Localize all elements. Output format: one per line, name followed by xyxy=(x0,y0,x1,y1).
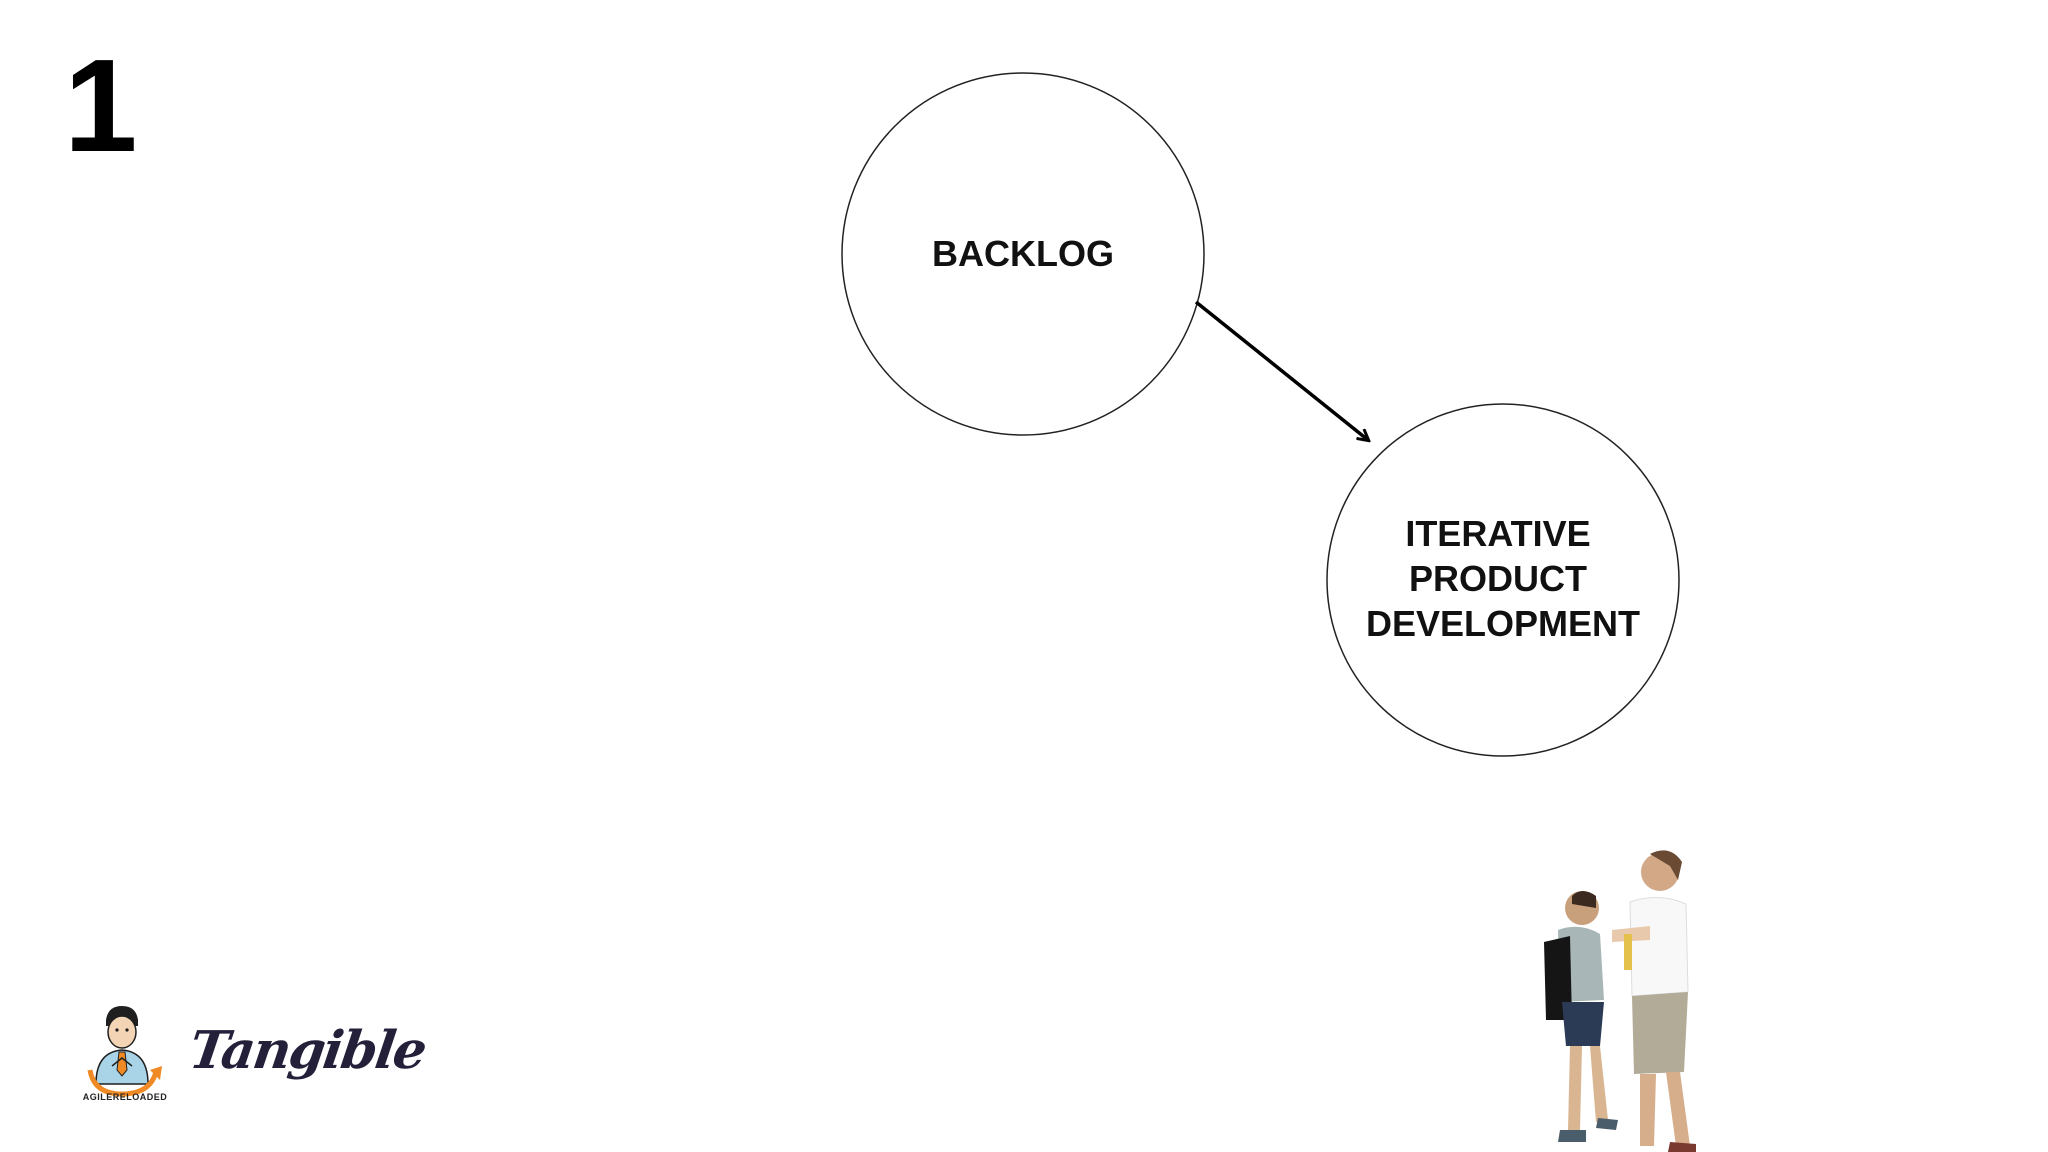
node-backlog: BACKLOG xyxy=(841,72,1205,436)
slide-number: 1 xyxy=(64,32,137,179)
node-iterative-product-development: ITERATIVE PRODUCT DEVELOPMENT xyxy=(1326,403,1680,757)
ipd-label-line-3: DEVELOPMENT xyxy=(1366,603,1640,644)
tangible-logo: Tangible xyxy=(185,1020,429,1081)
backlog-label: BACKLOG xyxy=(932,233,1114,274)
ipd-label-line-1: ITERATIVE xyxy=(1405,513,1590,554)
backlog-circle xyxy=(841,72,1205,436)
iterative-product-development-circle xyxy=(1326,403,1680,757)
flow-arrow xyxy=(1194,300,1368,440)
iterative-product-development-label: ITERATIVE PRODUCT DEVELOPMENT xyxy=(1366,513,1640,644)
person-left xyxy=(1544,891,1618,1142)
people-looking-up-photo xyxy=(1544,850,1696,1152)
backlog-label-line: BACKLOG xyxy=(932,233,1114,274)
agilereloaded-wordmark: AGILERELOADED xyxy=(82,1092,168,1102)
agilereloaded-logo xyxy=(87,1006,162,1097)
person-right xyxy=(1612,850,1696,1152)
ipd-label-line-2: PRODUCT xyxy=(1409,558,1587,599)
